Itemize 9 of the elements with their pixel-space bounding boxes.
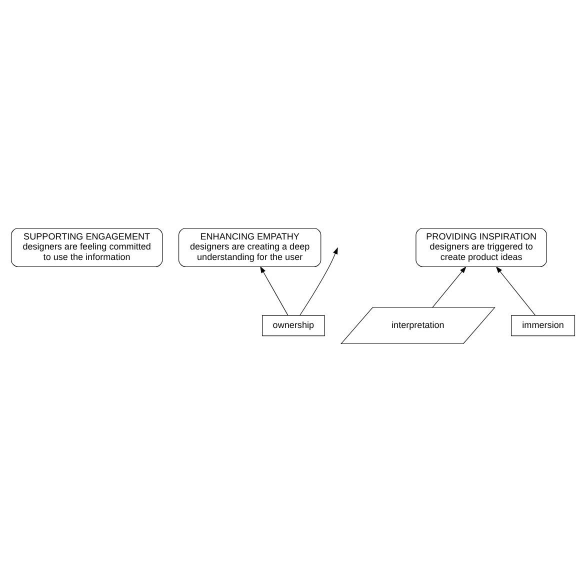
node-box: ENHANCING EMPATHY designers are creating a deep understanding for the user — [178, 227, 322, 267]
node-box: PROVIDING INSPIRATION designers are triggered to create product ideas — [416, 227, 547, 267]
node-box: SUPPORTING ENGAGEMENT designers are feeling committed to use the information — [10, 227, 163, 267]
arrow — [260, 266, 288, 316]
arrow — [496, 266, 536, 316]
arrow — [300, 246, 338, 316]
arrow — [432, 266, 466, 308]
node-box: immersion — [511, 314, 576, 336]
node-box: ownership — [262, 314, 325, 336]
